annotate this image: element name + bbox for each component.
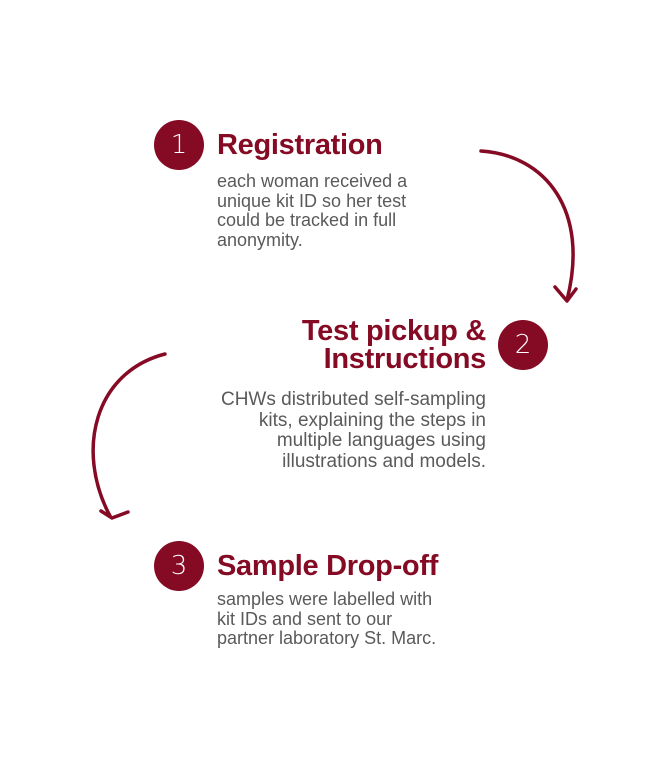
step-number-badge: 1 bbox=[154, 120, 204, 170]
description-line: illustrations and models. bbox=[282, 450, 486, 472]
title-line: Instructions bbox=[323, 343, 487, 375]
step-title: Registration bbox=[217, 129, 383, 161]
step-title: Sample Drop-off bbox=[217, 550, 439, 582]
description-line: CHWs distributed self-sampling bbox=[220, 389, 486, 410]
step-number-badge: 3 bbox=[154, 541, 204, 591]
arrow-head-icon bbox=[99, 509, 130, 520]
description-line: anonymity. bbox=[217, 229, 303, 250]
description-line: could be tracked in full bbox=[217, 210, 397, 230]
step-description: CHWs distributed self-sampling kits, exp… bbox=[220, 389, 486, 472]
arrow-head-icon bbox=[553, 285, 578, 303]
title-line: Registration bbox=[217, 129, 383, 161]
description-line: kit IDs and sent to our bbox=[217, 608, 393, 629]
arrow-step2-to-step3 bbox=[91, 352, 167, 518]
step-number-badge: 2 bbox=[498, 320, 548, 370]
description-line: each woman received a bbox=[217, 171, 408, 191]
step-description: each woman received a unique kit ID so h… bbox=[217, 171, 408, 250]
description-line: multiple languages using bbox=[276, 430, 486, 451]
arrow-step1-to-step2 bbox=[479, 149, 575, 302]
step-title: Test pickup & Instructions bbox=[301, 315, 487, 375]
description-line: partner laboratory St. Marc. bbox=[217, 628, 437, 648]
title-line: Sample Drop-off bbox=[217, 550, 439, 582]
step-description: samples were labelled with kit IDs and s… bbox=[217, 589, 437, 649]
description-line: samples were labelled with bbox=[217, 589, 433, 609]
description-line: unique kit ID so her test bbox=[217, 190, 407, 211]
description-line: kits, explaining the steps in bbox=[258, 409, 486, 431]
title-line: Test pickup & bbox=[301, 315, 486, 347]
